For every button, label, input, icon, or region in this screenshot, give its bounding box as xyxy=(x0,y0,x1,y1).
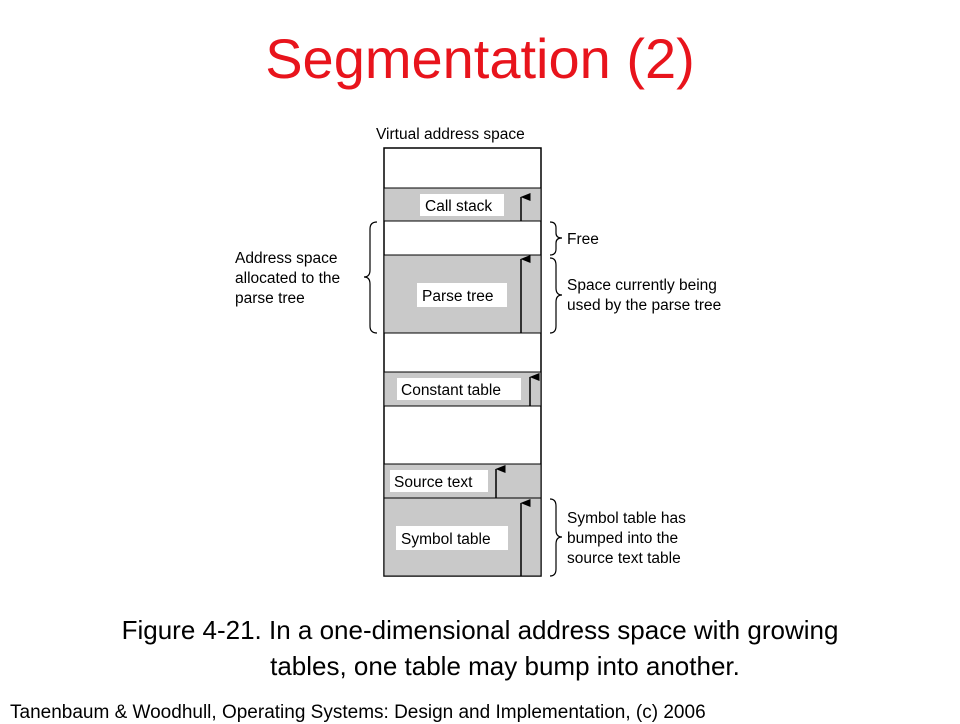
parse-tree-label: Parse tree xyxy=(422,288,494,305)
right-brace-symbol-table xyxy=(549,498,563,577)
footer-credit: Tanenbaum & Woodhull, Operating Systems:… xyxy=(10,702,706,723)
right-brace-parse-tree-used xyxy=(549,257,563,334)
free-annotation: Free xyxy=(567,231,599,248)
constant-table-label: Constant table xyxy=(401,382,501,399)
right-brace-free xyxy=(549,221,563,256)
parse-tree-used-annotation: Space currently being used by the parse … xyxy=(567,277,721,314)
slide-title: Segmentation (2) xyxy=(265,27,695,90)
call-stack-label: Call stack xyxy=(425,198,492,215)
left-annotation: Address space allocated to the parse tre… xyxy=(235,250,344,307)
source-text-label: Source text xyxy=(394,474,473,491)
source-text-label-box xyxy=(390,470,488,492)
symbol-table-label: Symbol table xyxy=(401,531,491,548)
call-stack-label-box xyxy=(420,194,504,216)
caption-line-2: tables, one table may bump into another. xyxy=(270,651,740,682)
constant-table-label-box xyxy=(397,378,521,400)
figure-caption: Figure 4-21. In a one-dimensional addres… xyxy=(0,612,960,685)
symbol-bump-annotation: Symbol table has bumped into the source … xyxy=(567,510,690,567)
symbol-table-label-box xyxy=(396,526,508,550)
left-brace-parse-tree xyxy=(363,221,378,334)
caption-line-1: Figure 4-21. In a one-dimensional addres… xyxy=(121,615,839,645)
diagram-top-label: Virtual address space xyxy=(376,126,525,143)
parse-tree-label-box xyxy=(417,283,507,307)
